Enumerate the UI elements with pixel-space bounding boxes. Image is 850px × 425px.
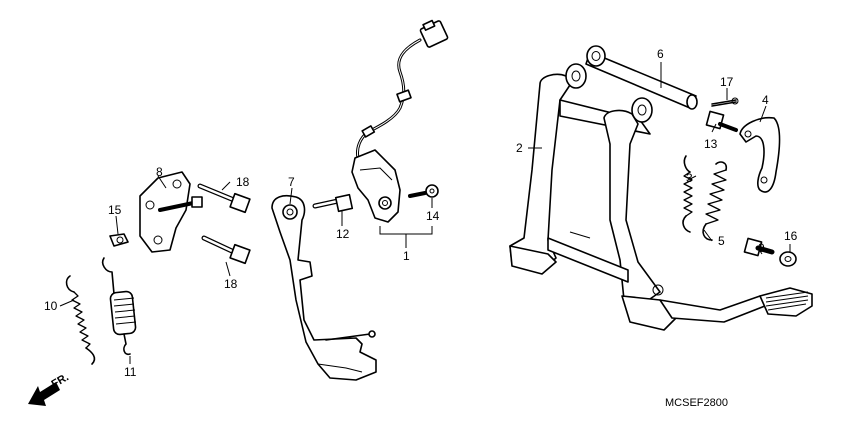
front-direction-label: FR.: [50, 371, 71, 390]
callout-11: 11: [124, 365, 137, 379]
bolt-18-lower[interactable]: [201, 235, 251, 265]
callout-1: 1: [403, 249, 410, 263]
bolt-13[interactable]: [705, 110, 738, 132]
callout-4: 4: [762, 93, 769, 107]
callout-17: 17: [720, 75, 734, 89]
callout-15: 15: [108, 203, 122, 217]
diagram-code: MCSEF2800: [665, 397, 728, 409]
bolt-18-upper[interactable]: [197, 183, 251, 214]
spring-3[interactable]: [682, 155, 693, 233]
bolt-9[interactable]: [743, 237, 775, 257]
spring-5[interactable]: [702, 161, 728, 241]
callout-2: 2: [516, 141, 523, 155]
callout-5: 5: [718, 234, 725, 248]
side-stand-switch-assembly[interactable]: [351, 19, 449, 223]
washer-16[interactable]: [779, 251, 797, 267]
screw-14[interactable]: [408, 184, 439, 198]
callout-8: 8: [156, 165, 163, 179]
callout-14: 14: [426, 209, 440, 223]
callout-16: 16: [784, 229, 798, 243]
side-stand[interactable]: [271, 194, 377, 381]
callout-18-upper: 18: [236, 175, 250, 189]
bracket-plate[interactable]: [139, 171, 203, 253]
callout-18-lower: 18: [224, 277, 238, 291]
callout-9: 9: [758, 241, 765, 255]
callout-10: 10: [44, 299, 58, 313]
stay-bracket[interactable]: [739, 116, 781, 193]
callout-7: 7: [288, 175, 295, 189]
bolt-12[interactable]: [312, 193, 354, 213]
spring-11[interactable]: [101, 257, 137, 356]
spring-10[interactable]: [65, 275, 96, 365]
callout-6: 6: [657, 47, 664, 61]
cotter-pin-17[interactable]: [711, 97, 739, 107]
callout-12: 12: [336, 227, 350, 241]
nut-15[interactable]: [109, 233, 129, 247]
main-stand[interactable]: [509, 63, 813, 331]
callout-13: 13: [704, 137, 718, 151]
front-direction-arrow: FR.: [28, 371, 71, 406]
callout-3: 3: [686, 171, 693, 185]
